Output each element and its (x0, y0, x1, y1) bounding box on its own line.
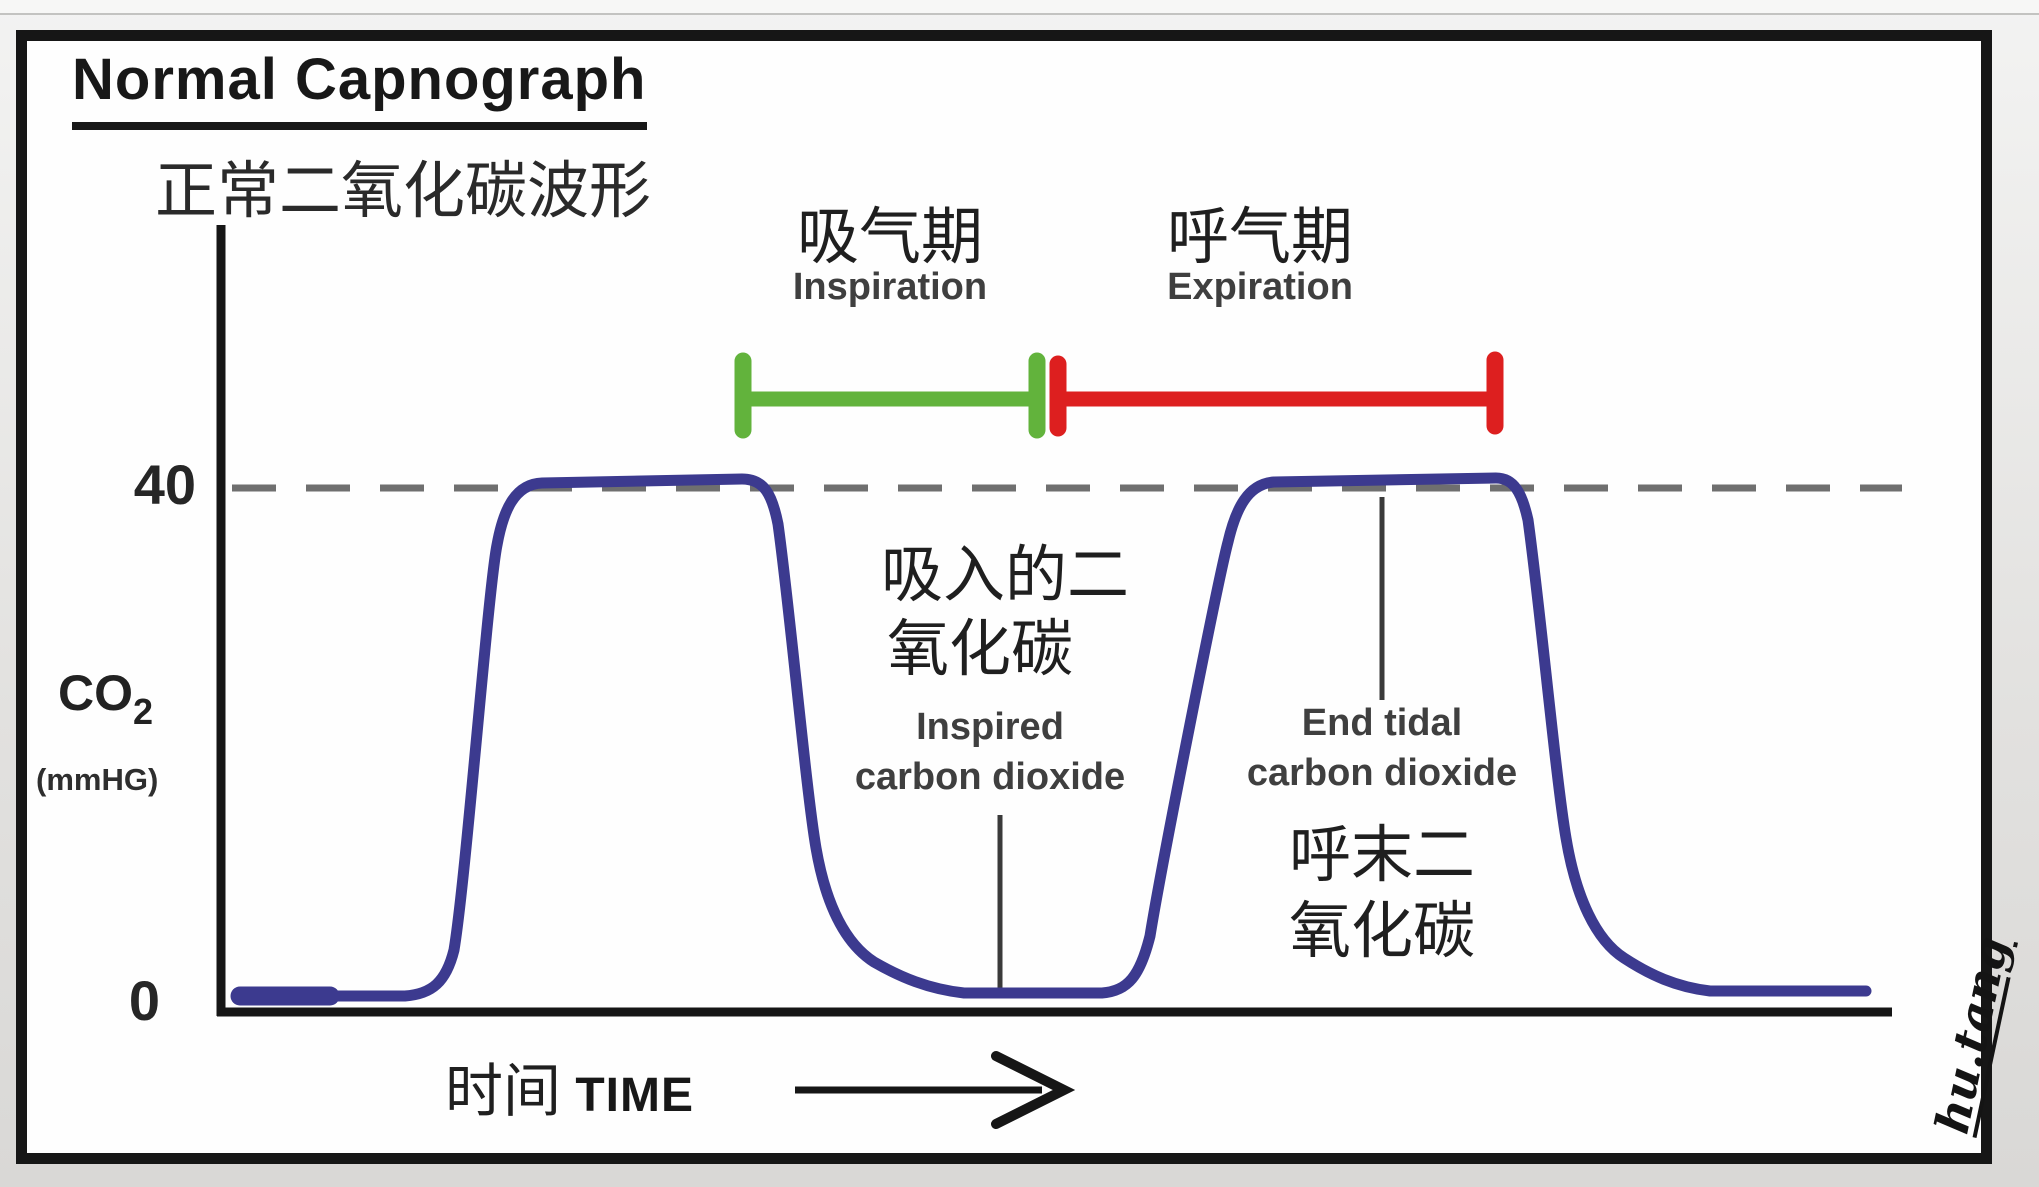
inspiration-label-zh: 吸气期 (796, 203, 983, 272)
x-axis-label: 时间 TIME (445, 1044, 694, 1128)
x-axis-label-en: TIME (561, 1069, 695, 1122)
co2-text: CO (58, 665, 133, 721)
end-tidal-zh-line1: 呼末二 (1288, 821, 1475, 890)
end-tidal-en-line1: End tidal (1301, 702, 1463, 744)
inspired-co2-en-line1: Inspired (916, 706, 1064, 748)
inspired-co2-zh-line2: 氧化碳 (886, 615, 1073, 684)
end-tidal-en-line2: carbon dioxide (1246, 752, 1518, 794)
expiration-label-en: Expiration (1167, 266, 1353, 308)
co2-subscript: 2 (133, 691, 154, 732)
y-tick-40: 40 (133, 453, 196, 516)
y-axis-unit-label: (mmHG) (36, 762, 159, 797)
expiration-label-zh: 呼气期 (1166, 203, 1353, 272)
y-axis-label-co2: CO2 (58, 664, 153, 733)
inspired-co2-en-line2: carbon dioxide (854, 756, 1126, 798)
end-tidal-zh-line2: 氧化碳 (1288, 897, 1475, 966)
signature-box: hu.tang (1842, 928, 2039, 1163)
inspired-co2-zh-line1: 吸入的二 (880, 541, 1129, 610)
y-tick-0: 0 (128, 969, 160, 1032)
author-signature: hu.tang (1924, 931, 2019, 1139)
page-title: Normal Capnograph (72, 46, 647, 130)
inspiration-label-en: Inspiration (792, 266, 988, 308)
x-axis-label-zh: 时间 (445, 1059, 562, 1124)
page-top-strip (0, 0, 2039, 15)
page-title-chinese: 正常二氧化碳波形 (155, 157, 652, 226)
